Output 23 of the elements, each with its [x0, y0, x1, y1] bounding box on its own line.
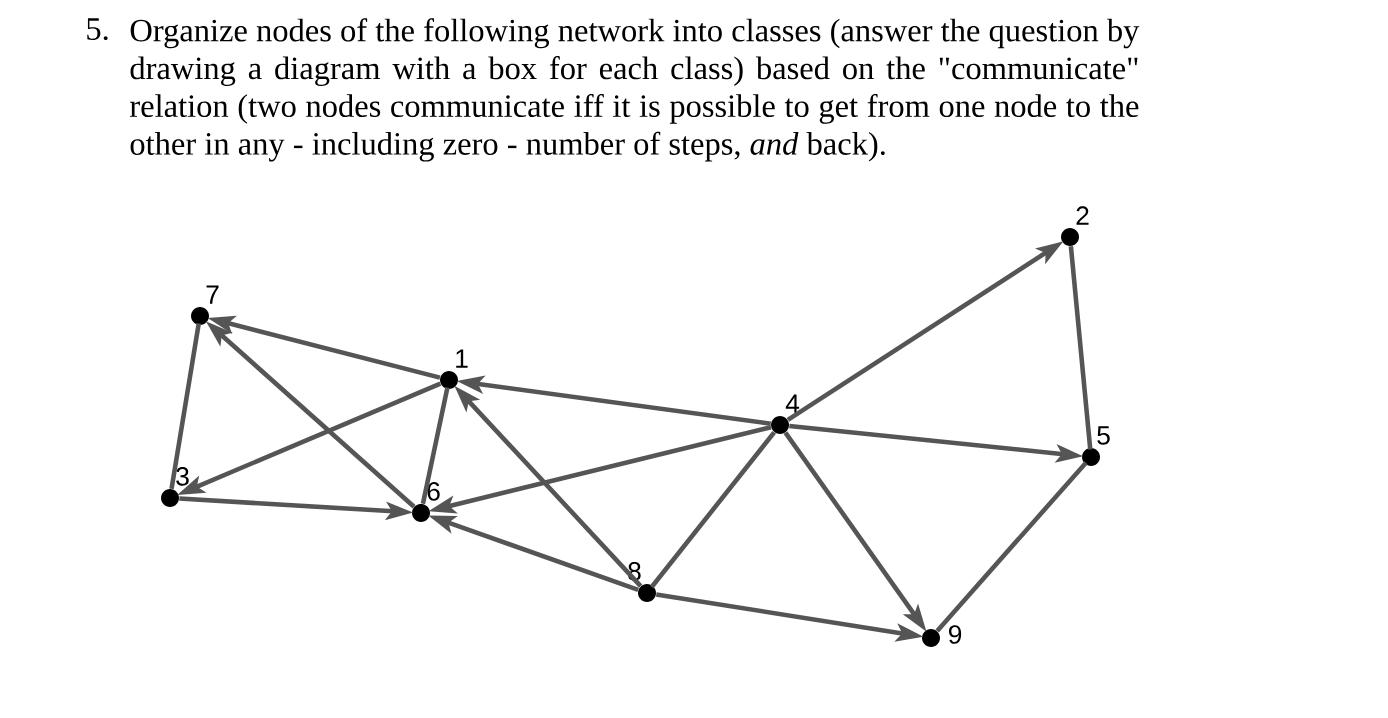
edge-line [1068, 246, 1093, 450]
graph-node: 7 [191, 285, 219, 325]
question-text: Organize nodes of the following network into classes (answer the question by drawing a diagram with a box for each class) based on the "communicate" relation (two nodes communicate iff it is possible to get from one node to the other in any - including zero - number of steps, and back). [130, 18, 1140, 162]
edge-line [649, 430, 776, 589]
node-label: 9 [948, 625, 962, 644]
graph-node: 1 [440, 349, 468, 389]
node-label: 3 [176, 467, 189, 486]
edge-line [935, 461, 1088, 633]
node-label: 7 [206, 285, 219, 304]
node-label: 1 [456, 349, 468, 368]
edge-line [169, 323, 202, 490]
node-label: 6 [427, 482, 440, 501]
graph-node: 5 [1082, 426, 1110, 466]
node-label: 4 [785, 394, 800, 413]
item-number: 5. [87, 18, 108, 41]
edge-line [420, 386, 450, 505]
graph-node: 6 [412, 482, 440, 522]
graph-node: 3 [161, 467, 189, 507]
node-label: 2 [1076, 206, 1089, 225]
graph-node: 4 [771, 394, 800, 434]
graph-node: 9 [922, 625, 962, 647]
graph-node: 2 [1061, 206, 1089, 246]
node-label: 5 [1097, 426, 1110, 445]
